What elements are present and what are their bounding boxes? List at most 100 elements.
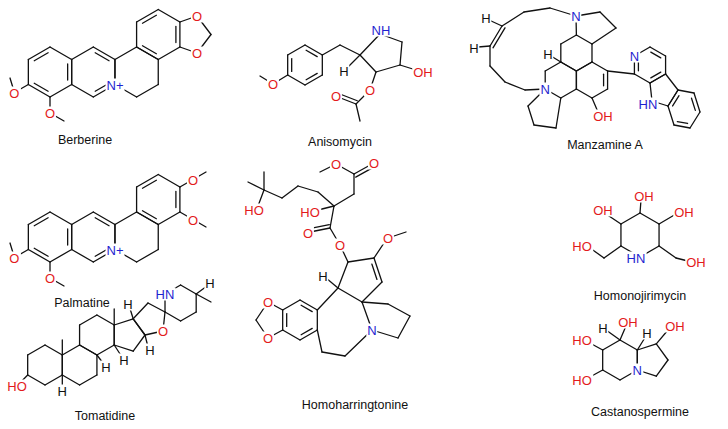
bond-line <box>524 8 550 12</box>
atom-label: O <box>364 84 376 97</box>
bond-line <box>656 360 668 376</box>
bond-line <box>621 213 640 224</box>
bond-line <box>142 15 156 23</box>
bond-line <box>288 75 305 85</box>
bond-line <box>67 229 68 245</box>
bond-line <box>306 50 317 56</box>
bond-line <box>142 180 156 188</box>
bond-line <box>282 310 283 330</box>
bond-line <box>603 340 620 350</box>
bond-line <box>650 47 666 56</box>
atom-label: HO <box>243 204 265 217</box>
bond-line <box>179 22 180 47</box>
bond-line <box>28 60 29 85</box>
atom-label: O <box>187 173 199 186</box>
bond-line <box>545 62 561 71</box>
atom-label: OH <box>664 320 686 333</box>
bond-line <box>97 315 114 325</box>
atom-label: H <box>480 12 491 25</box>
bond-line <box>592 89 608 98</box>
bond-line <box>301 328 312 334</box>
bond-line <box>72 85 94 98</box>
bond-line <box>71 225 72 250</box>
atom-label: O <box>187 213 199 226</box>
bond-line <box>133 319 145 335</box>
bond-line <box>136 22 137 47</box>
bond-line <box>656 344 668 360</box>
compound-name: Homonojirimycin <box>593 290 687 303</box>
bond-line <box>620 224 621 246</box>
bond-line <box>576 71 577 89</box>
atom-label: H <box>542 48 553 61</box>
bond-line <box>179 187 180 212</box>
bond-line <box>300 330 317 340</box>
bond-line <box>196 294 211 302</box>
atom-label: OH <box>673 206 695 219</box>
bond-line <box>305 45 322 55</box>
atom-label: O <box>330 90 342 103</box>
bond-line <box>158 212 180 225</box>
atom-label: O <box>302 227 314 240</box>
bond-line <box>634 74 650 83</box>
bond-line <box>353 174 354 194</box>
bond-line <box>133 303 148 319</box>
atom-label: O <box>191 47 203 60</box>
bond-line <box>658 224 659 246</box>
bond-line <box>28 225 29 250</box>
compound-name: Homoharringtonine <box>301 399 409 412</box>
bond-line <box>80 375 97 385</box>
bond-line <box>248 182 264 190</box>
bond-line <box>592 62 608 71</box>
bond-line <box>72 212 94 225</box>
atom-label: H <box>100 361 111 374</box>
bond-line <box>608 71 635 74</box>
bond-line <box>175 192 176 208</box>
bond-line <box>282 186 298 198</box>
bond-line <box>305 75 322 85</box>
bond-line <box>330 206 334 228</box>
bond-line <box>71 60 72 85</box>
bond-line <box>286 314 287 327</box>
bond-line <box>148 303 165 312</box>
bond-line <box>158 225 159 250</box>
bond-line <box>666 74 678 90</box>
bond-line <box>560 44 561 62</box>
bond-line <box>556 98 561 128</box>
atom-label: H <box>317 270 328 283</box>
atom-label: O <box>334 239 346 252</box>
bond-line <box>114 325 115 345</box>
bond-line <box>196 294 197 312</box>
atom-label: O <box>44 107 56 120</box>
bond-line <box>322 352 345 356</box>
bond-line <box>604 246 621 258</box>
bond-line <box>67 64 68 80</box>
bond-line <box>400 42 402 65</box>
compound-name: Anisomycin <box>307 136 373 149</box>
bond-line <box>677 122 687 124</box>
atom-label: N+ <box>106 243 125 256</box>
atom-label: N <box>629 50 640 63</box>
atom-label: O <box>191 10 203 23</box>
bond-line <box>34 248 48 256</box>
atom-label: HO <box>571 374 593 387</box>
bond-line <box>600 12 616 28</box>
atom-label: HN <box>626 252 647 265</box>
bond-line <box>115 212 137 225</box>
bond-line <box>133 319 145 335</box>
bond-line <box>95 53 109 61</box>
bond-line <box>607 71 608 89</box>
bond-line <box>362 282 382 302</box>
compound-name: Palmatine <box>53 297 111 310</box>
bond-line <box>673 96 679 106</box>
bond-line <box>97 345 114 355</box>
atom-label: HN <box>638 98 659 111</box>
bond-line <box>576 35 592 44</box>
bond-line <box>602 350 603 370</box>
bond-line <box>502 12 524 26</box>
bond-line <box>50 47 72 60</box>
atom-label: H <box>468 42 479 55</box>
atom-label: N+ <box>106 78 125 91</box>
bond-line <box>398 316 410 338</box>
bond-line <box>561 62 577 71</box>
